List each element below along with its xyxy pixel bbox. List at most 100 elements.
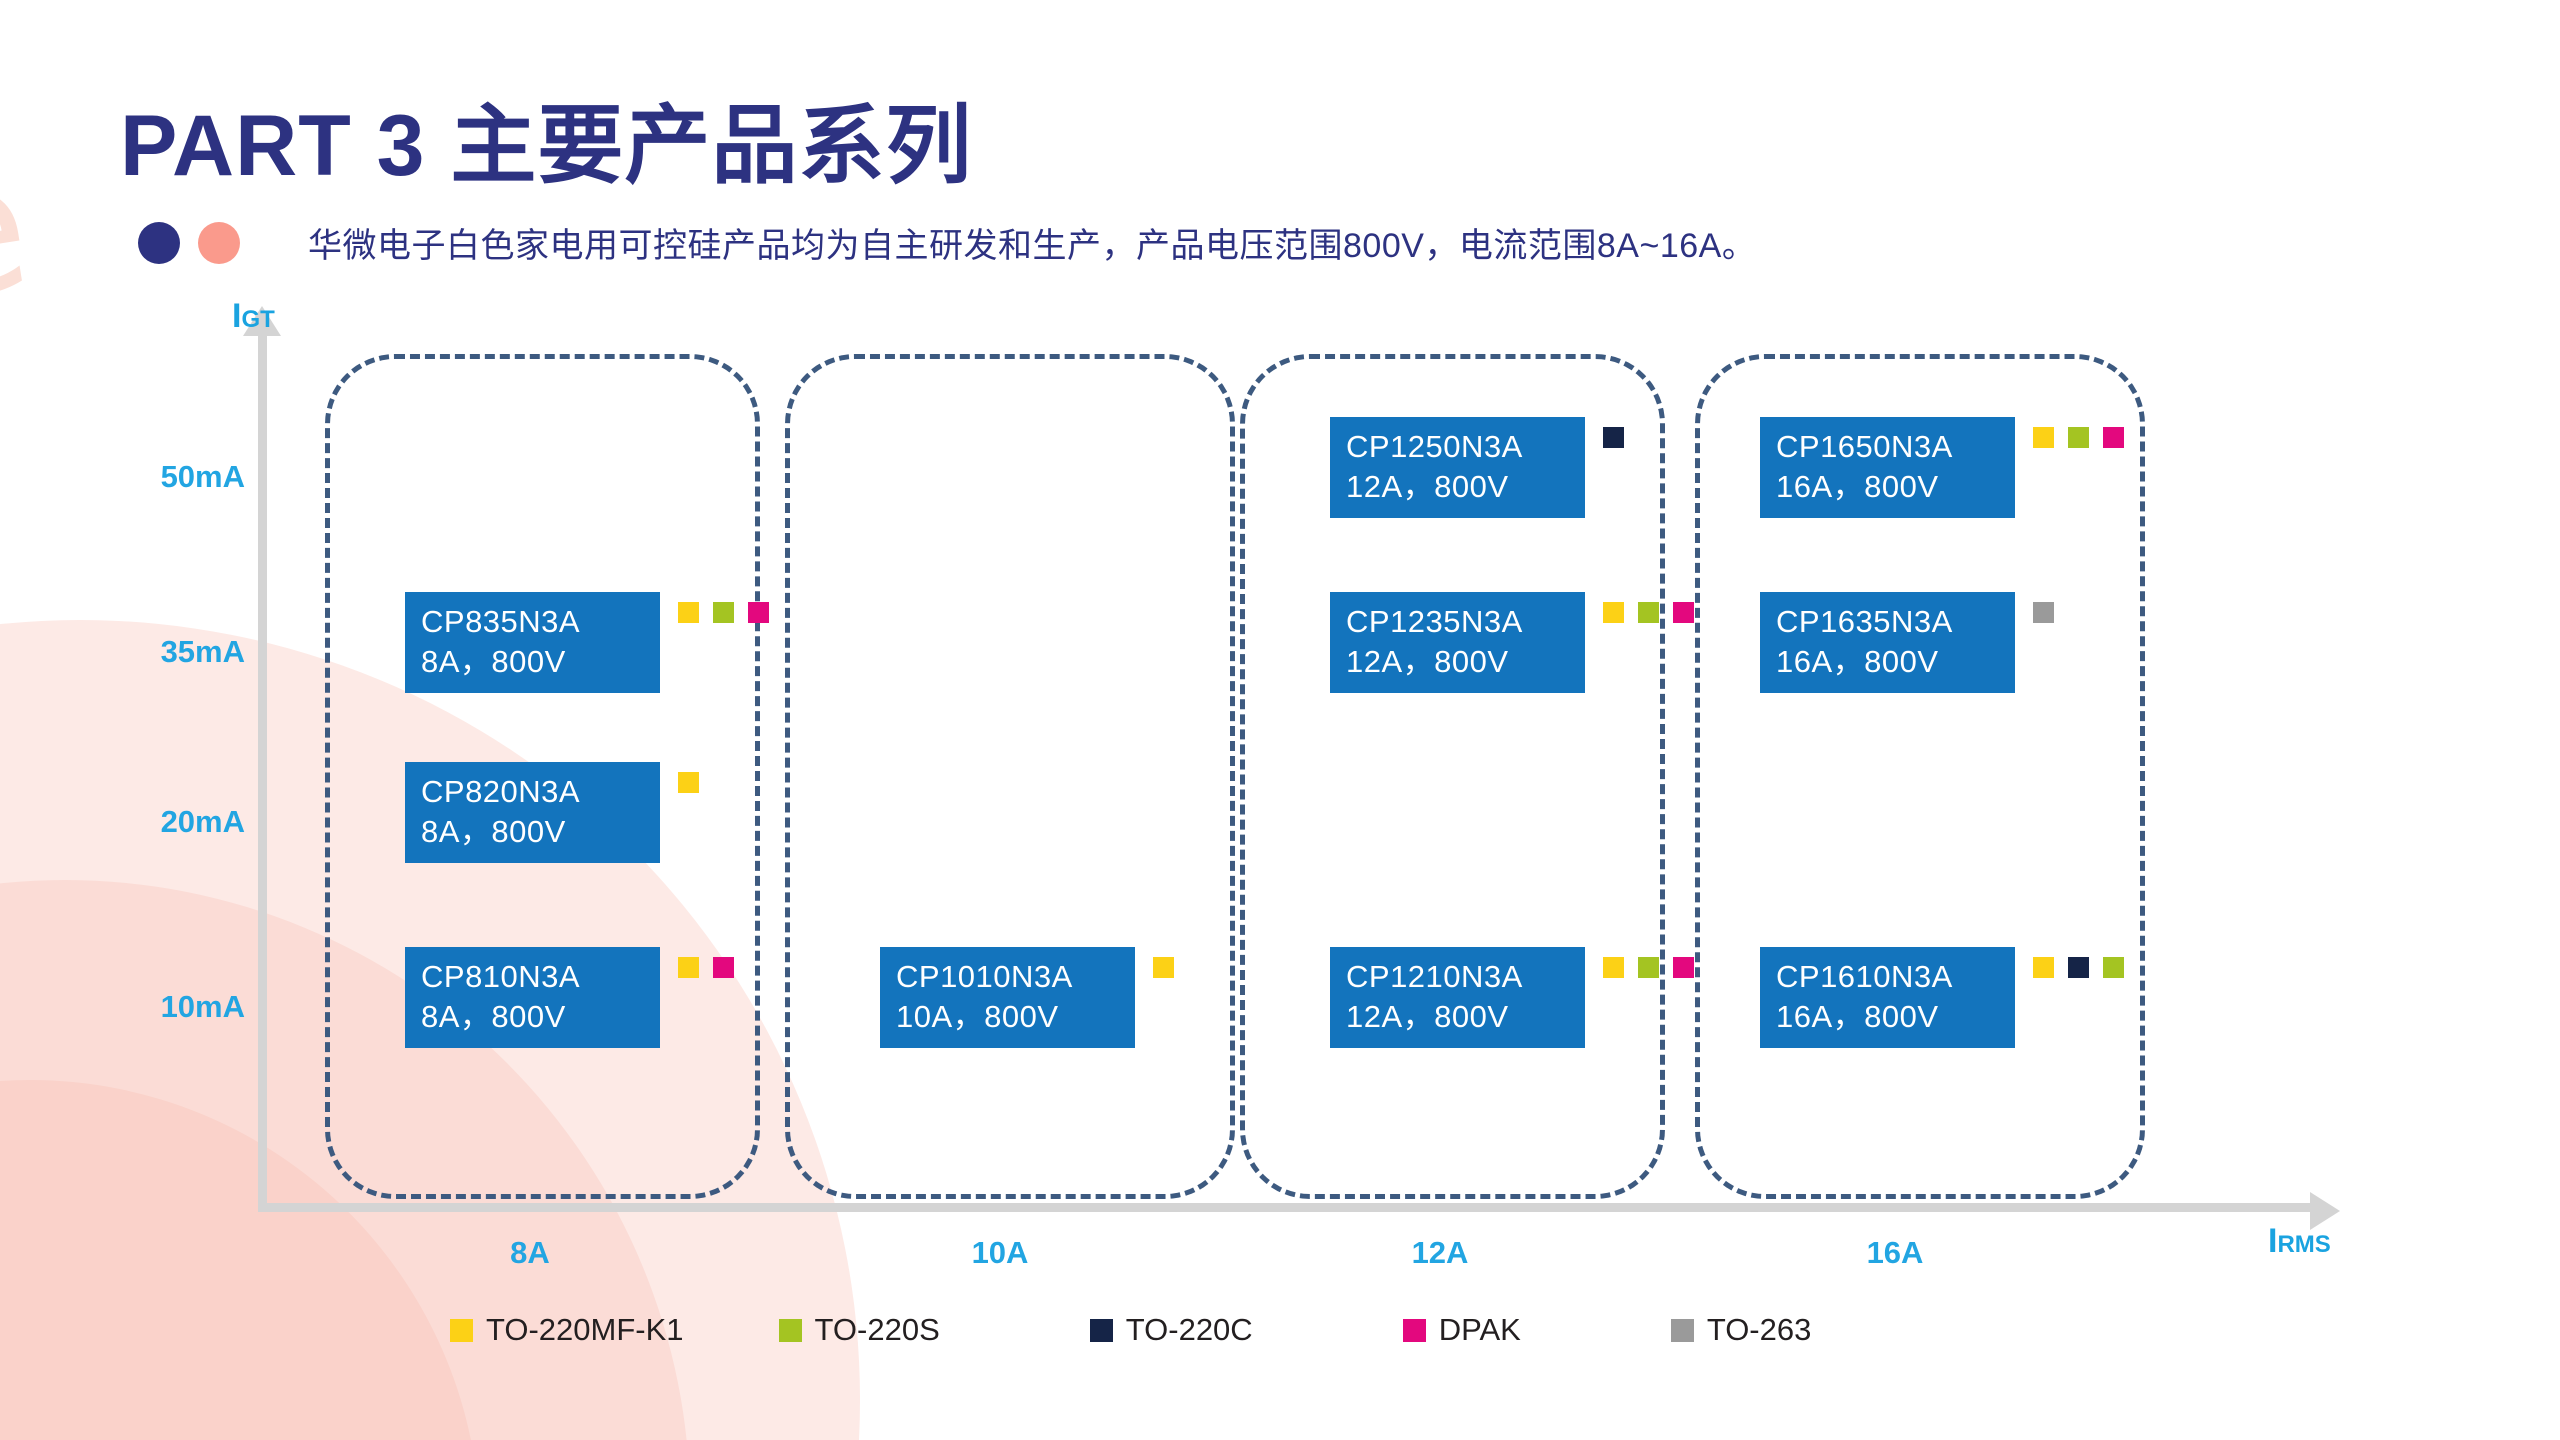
package-markers: [1603, 602, 1694, 623]
legend-item-to-220s[interactable]: TO-220S: [778, 1312, 940, 1348]
product-card[interactable]: CP1610N3A 16A，800V: [1760, 947, 2015, 1049]
package-marker-to-220mf-k1: [2033, 957, 2054, 978]
package-markers: [1603, 427, 1624, 448]
package-marker-to-220mf-k1: [678, 957, 699, 978]
x-tick-label: 10A: [971, 1235, 1029, 1270]
product-group-16A: [1695, 354, 2145, 1199]
package-marker-to-220mf-k1: [1603, 602, 1624, 623]
package-markers: [2033, 957, 2124, 978]
product-name: CP810N3A: [421, 959, 581, 994]
package-marker-to-220mf-k1: [1153, 957, 1174, 978]
product-name: CP1650N3A: [1776, 429, 1953, 464]
y-tick-label: 10mA: [160, 989, 245, 1024]
product-card[interactable]: CP835N3A 8A，800V: [405, 592, 660, 694]
product-card[interactable]: CP1250N3A 12A，800V: [1330, 417, 1585, 519]
package-markers: [678, 602, 769, 623]
product-spec: 8A，800V: [421, 813, 566, 849]
product-spec: 8A，800V: [421, 998, 566, 1034]
legend-item-to-220c[interactable]: TO-220C: [1089, 1312, 1253, 1348]
package-marker-to-220s: [2068, 427, 2089, 448]
x-tick-label: 8A: [510, 1235, 550, 1270]
product-group-8A: [325, 354, 760, 1199]
product-spec: 16A，800V: [1776, 468, 1939, 504]
subtitle-row: 华微电子白色家电用可控硅产品均为自主研发和生产，产品电压范围800V，电流范围8…: [138, 218, 1756, 267]
package-marker-to-220mf-k1: [678, 602, 699, 623]
product-card[interactable]: CP1210N3A 12A，800V: [1330, 947, 1585, 1049]
y-axis-line: [258, 332, 267, 1212]
product-name: CP820N3A: [421, 774, 581, 809]
package-marker-dpak: [2103, 427, 2124, 448]
legend-label: TO-220S: [814, 1312, 940, 1347]
legend-item-to-220mf-k1[interactable]: TO-220MF-K1: [450, 1312, 684, 1348]
package-markers: [1603, 957, 1694, 978]
package-marker-dpak: [1673, 602, 1694, 623]
product-name: CP1250N3A: [1346, 429, 1523, 464]
package-markers: [678, 772, 699, 793]
package-markers: [2033, 427, 2124, 448]
package-marker-to-220s: [1638, 602, 1659, 623]
package-marker-to-220c: [2068, 957, 2089, 978]
legend-swatch-icon: [1670, 1318, 1694, 1342]
navy-dot-icon: [138, 221, 180, 264]
product-card[interactable]: CP1010N3A 10A，800V: [880, 947, 1135, 1049]
product-name: CP1210N3A: [1346, 959, 1523, 994]
legend-label: TO-220MF-K1: [486, 1312, 684, 1347]
legend-label: DPAK: [1438, 1312, 1521, 1347]
legend-label: TO-220C: [1125, 1312, 1253, 1347]
x-axis-arrow-icon: [2310, 1192, 2340, 1230]
x-axis-label: IRMS: [2268, 1222, 2331, 1260]
legend: TO-220MF-K1 TO-220S TO-220C DPAK TO-263: [450, 1312, 1811, 1348]
product-card[interactable]: CP810N3A 8A，800V: [405, 947, 660, 1049]
y-tick-label: 35mA: [160, 634, 245, 669]
x-axis-line: [258, 1203, 2318, 1212]
y-tick-label: 20mA: [160, 804, 245, 839]
package-markers: [2033, 602, 2054, 623]
package-marker-to-220s: [713, 602, 734, 623]
package-marker-to-220mf-k1: [2033, 427, 2054, 448]
legend-item-to-263[interactable]: TO-263: [1670, 1312, 1812, 1348]
y-axis-arrow-icon: [243, 306, 281, 336]
product-card[interactable]: CP1650N3A 16A，800V: [1760, 417, 2015, 519]
product-name: CP1635N3A: [1776, 604, 1953, 639]
package-marker-dpak: [1673, 957, 1694, 978]
legend-swatch-icon: [1089, 1318, 1113, 1342]
legend-swatch-icon: [778, 1318, 802, 1342]
product-spec: 8A，800V: [421, 643, 566, 679]
product-spec: 16A，800V: [1776, 998, 1939, 1034]
y-axis-label: IGT: [232, 297, 275, 335]
package-marker-dpak: [748, 602, 769, 623]
subtitle-text: 华微电子白色家电用可控硅产品均为自主研发和生产，产品电压范围800V，电流范围8…: [308, 227, 1757, 265]
pink-dot-icon: [198, 221, 240, 264]
product-card[interactable]: CP1635N3A 16A，800V: [1760, 592, 2015, 694]
y-tick-label: 50mA: [160, 459, 245, 494]
package-markers: [678, 957, 734, 978]
product-name: CP1010N3A: [896, 959, 1073, 994]
product-spec: 16A，800V: [1776, 643, 1939, 679]
product-spec: 12A，800V: [1346, 998, 1509, 1034]
package-marker-to-220mf-k1: [678, 772, 699, 793]
legend-swatch-icon: [450, 1318, 473, 1342]
product-spec: 12A，800V: [1346, 468, 1509, 504]
product-name: CP1235N3A: [1346, 604, 1523, 639]
package-marker-to-263: [2033, 602, 2054, 623]
product-spec: 10A，800V: [896, 998, 1059, 1034]
package-marker-to-220c: [1603, 427, 1624, 448]
x-tick-label: 16A: [1866, 1235, 1924, 1270]
package-marker-dpak: [713, 957, 734, 978]
product-spec: 12A，800V: [1346, 643, 1509, 679]
package-marker-to-220s: [2103, 957, 2124, 978]
legend-item-dpak[interactable]: DPAK: [1402, 1312, 1521, 1348]
product-group-10A: [785, 354, 1235, 1199]
product-name: CP1610N3A: [1776, 959, 1953, 994]
package-marker-to-220s: [1638, 957, 1659, 978]
legend-label: TO-263: [1706, 1312, 1812, 1347]
x-tick-label: 12A: [1411, 1235, 1469, 1270]
package-markers: [1153, 957, 1174, 978]
legend-swatch-icon: [1402, 1318, 1426, 1342]
product-name: CP835N3A: [421, 604, 581, 639]
product-card[interactable]: CP1235N3A 12A，800V: [1330, 592, 1585, 694]
product-card[interactable]: CP820N3A 8A，800V: [405, 762, 660, 864]
page-title: PART 3 主要产品系列: [120, 98, 973, 194]
package-marker-to-220mf-k1: [1603, 957, 1624, 978]
